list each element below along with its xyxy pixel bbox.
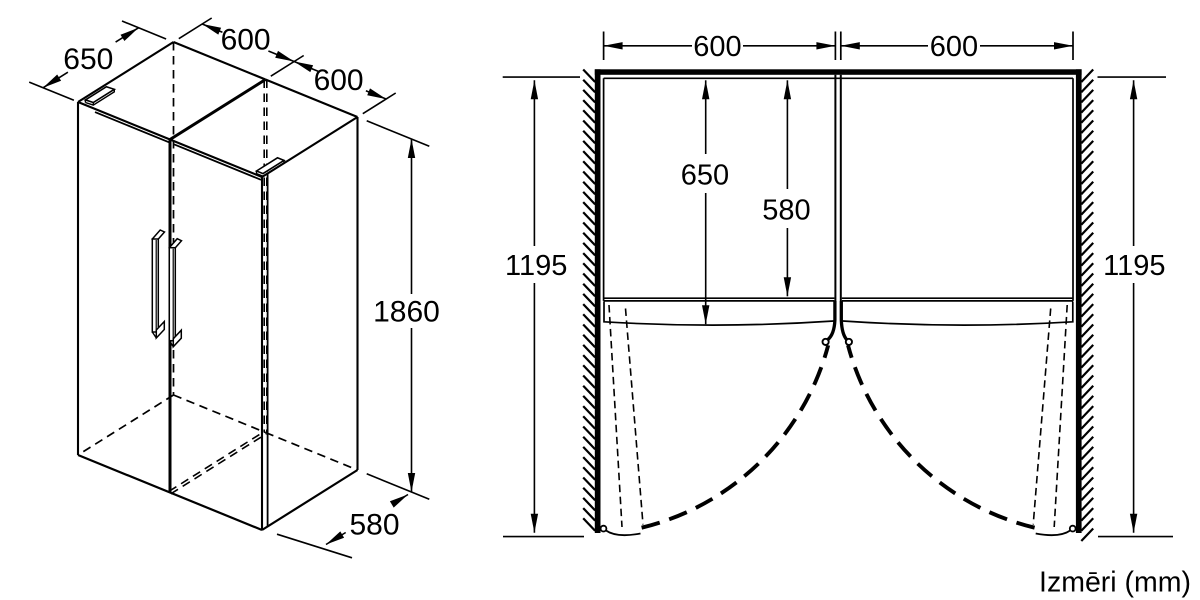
svg-text:Izmēri (mm): Izmēri (mm) bbox=[1039, 567, 1191, 599]
svg-text:1860: 1860 bbox=[373, 296, 440, 329]
svg-text:650: 650 bbox=[681, 159, 729, 191]
svg-text:600: 600 bbox=[693, 31, 741, 63]
svg-text:650: 650 bbox=[63, 43, 113, 76]
svg-text:1195: 1195 bbox=[1103, 250, 1165, 282]
svg-text:600: 600 bbox=[314, 64, 364, 97]
svg-text:1195: 1195 bbox=[505, 250, 567, 282]
svg-text:580: 580 bbox=[762, 195, 810, 227]
svg-text:600: 600 bbox=[930, 31, 978, 63]
svg-text:580: 580 bbox=[349, 509, 399, 542]
svg-text:600: 600 bbox=[221, 24, 271, 57]
